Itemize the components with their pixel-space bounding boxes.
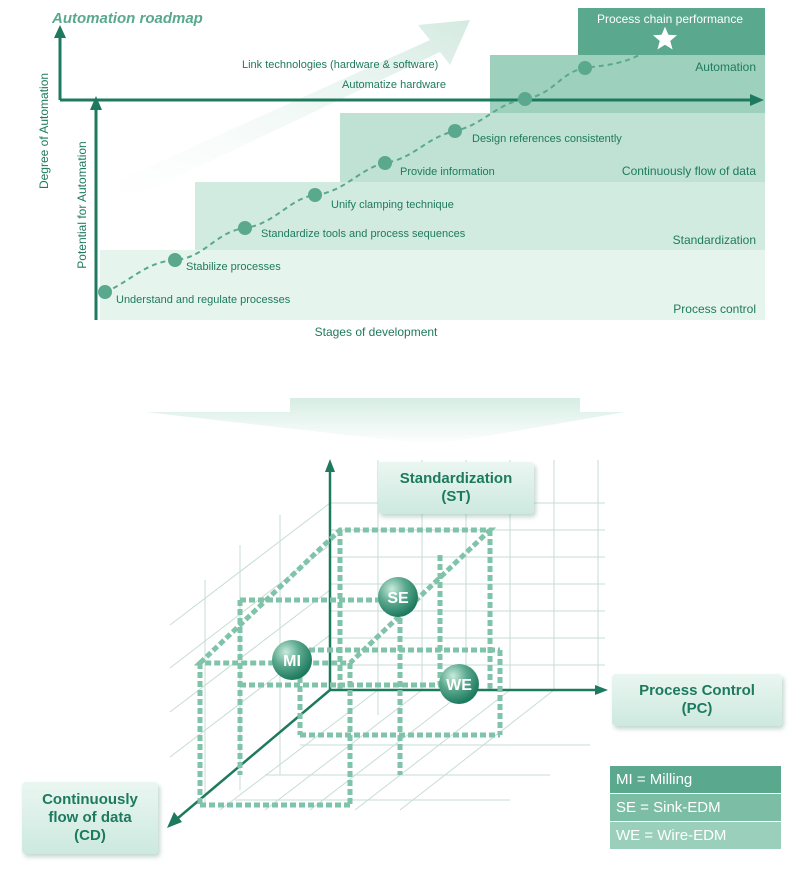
standardization-axis-label: Standardization (ST) <box>378 462 534 514</box>
y-axis-outer-label: Degree of Automation <box>37 73 51 189</box>
point-se-marker <box>378 577 418 617</box>
progress-path <box>104 37 666 293</box>
pc-label-abbrev: (PC) <box>681 700 713 717</box>
milestone-dot <box>98 285 112 299</box>
legend-item-sink-edm: SE = Sink-EDM <box>610 794 781 821</box>
y-axis-outer-arrowhead <box>54 25 66 38</box>
st-label-abbrev: (ST) <box>441 488 471 505</box>
y-axis-inner-arrowhead <box>90 96 102 110</box>
stage-label: Standardization <box>673 233 756 247</box>
down-arrow-shape <box>145 398 625 445</box>
process-boxes <box>193 527 503 808</box>
st-axis-arrowhead <box>325 459 335 472</box>
transition-arrow <box>145 398 625 445</box>
process-control-axis-label: Process Control (PC) <box>612 674 782 726</box>
cd-label-line: Continuously <box>42 791 138 808</box>
point-we-marker <box>439 664 479 704</box>
milestone-dot <box>378 156 392 170</box>
milestone-dot <box>308 188 322 202</box>
stage-band-continuous-flow <box>340 113 765 182</box>
x-axis-outer-arrowhead <box>750 94 764 106</box>
milestone-label: Understand and regulate processes <box>116 294 291 306</box>
continuous-flow-axis-label: Continuously flow of data (CD) <box>22 782 158 854</box>
progress-arrow-shape <box>108 20 470 205</box>
point-mi-label: MI <box>283 653 301 670</box>
stage-band-process-control <box>100 250 765 320</box>
milestone-label: Link technologies (hardware & software) <box>242 59 438 71</box>
point-se-label: SE <box>387 590 409 607</box>
cd-axis-line <box>177 689 331 819</box>
star-icon <box>651 25 679 51</box>
stage-label: Automation <box>695 60 756 74</box>
process-cube-diagram: SE MI WE <box>167 459 608 828</box>
milestone-dot <box>578 61 592 75</box>
milestone-label: Unify clamping technique <box>331 199 454 211</box>
milestone-label: Stabilize processes <box>186 261 281 273</box>
legend-item-milling: MI = Milling <box>610 766 781 793</box>
stage-band-standardization <box>195 182 765 250</box>
milestone-label: Provide information <box>400 166 495 178</box>
stage-band-automation <box>490 55 765 113</box>
st-label-line: Standardization <box>399 470 513 487</box>
cd-label-abbrev: (CD) <box>74 827 106 844</box>
cd-label-line: flow of data <box>48 809 132 826</box>
milestone-label: Standardize tools and process sequences <box>261 228 466 240</box>
stage-label: Process control <box>673 302 756 316</box>
cd-axis-arrowhead <box>167 812 182 828</box>
y-axis-inner-label: Potential for Automation <box>75 141 89 268</box>
pc-axis-arrowhead <box>595 685 608 695</box>
point-mi-marker <box>272 640 312 680</box>
point-we-label: WE <box>446 677 472 694</box>
pc-label-line: Process Control <box>639 682 755 699</box>
roadmap-title: Automation roadmap <box>52 10 203 27</box>
milestone-label: Design references consistently <box>472 133 622 145</box>
milestone-dot <box>238 221 252 235</box>
legend: MI = Milling SE = Sink-EDM WE = Wire-EDM <box>610 766 781 850</box>
milestone-dot <box>448 124 462 138</box>
milestone-dot <box>518 92 532 106</box>
legend-item-wire-edm: WE = Wire-EDM <box>610 822 781 849</box>
milestone-dot <box>168 253 182 267</box>
automation-roadmap-diagram: Understand and regulate processes Stabil… <box>37 8 765 339</box>
stage-label: Continuously flow of data <box>622 164 756 178</box>
x-axis-label: Stages of development <box>315 325 438 339</box>
stage-label: Process chain performance <box>597 12 743 26</box>
milestone-label: Automatize hardware <box>342 79 446 91</box>
